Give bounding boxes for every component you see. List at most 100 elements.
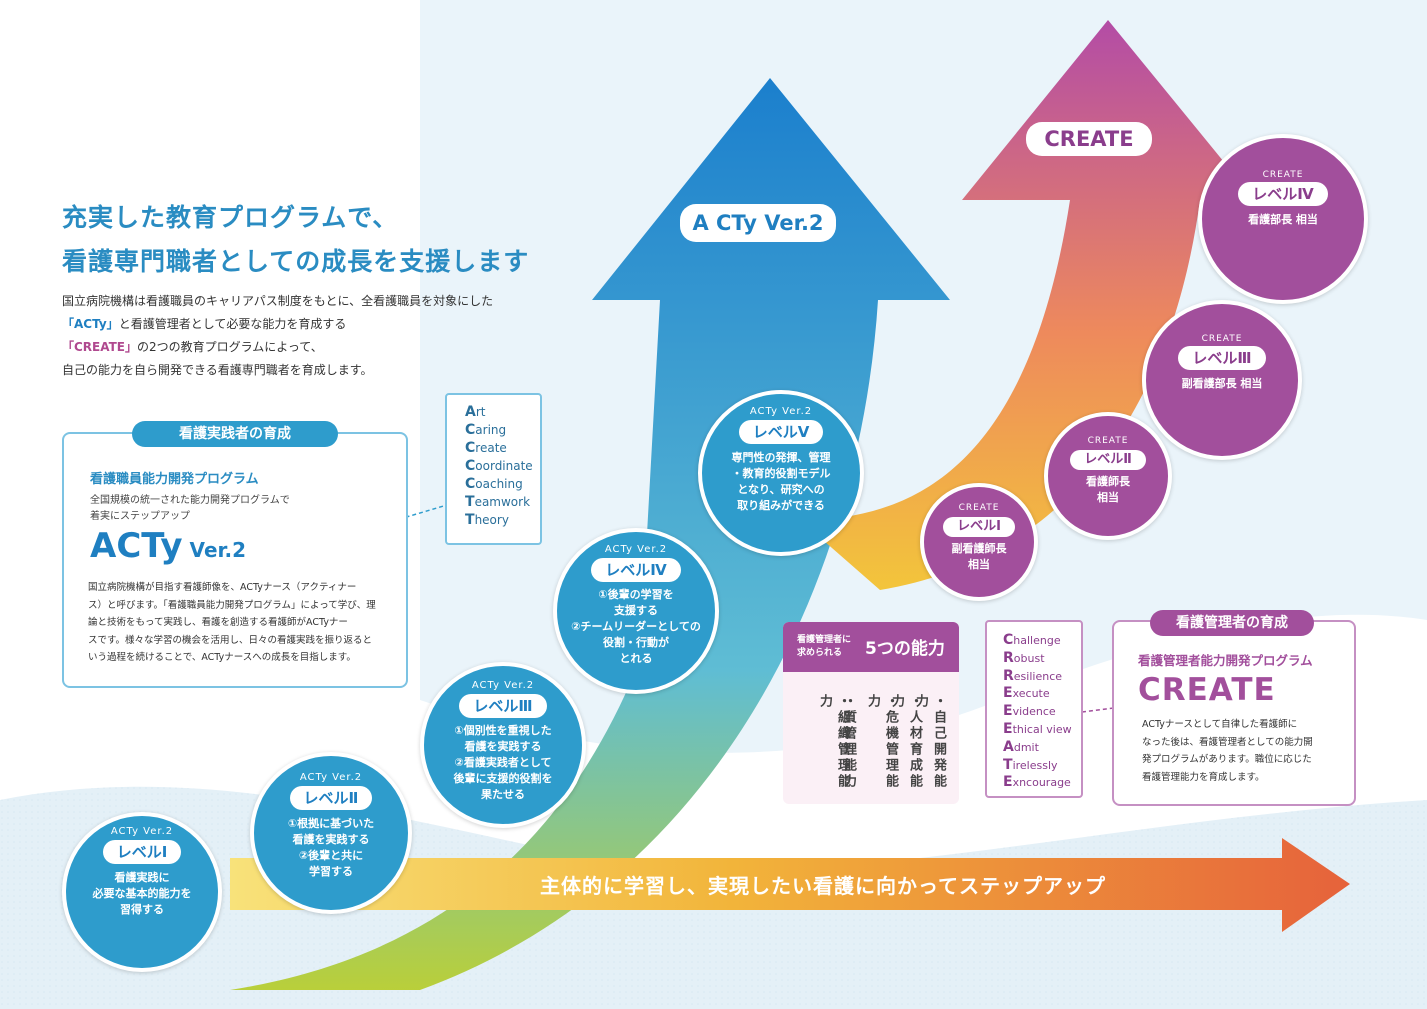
acty-level-pill: レベルⅠ — [102, 840, 182, 864]
acty-level-desc-line: 習得する — [120, 903, 164, 916]
manager-desc-line: 看護管理能力を育成します。 — [1142, 771, 1265, 783]
bottom-arrow-shape — [230, 838, 1350, 932]
acty-arrow-label: A CTy Ver.2 — [680, 204, 836, 242]
create-level-pill-wrap: レベルⅣ — [1202, 182, 1364, 206]
create-level-pill: レベルⅠ — [943, 517, 1015, 537]
acty-level-desc-line: 学習する — [309, 865, 353, 878]
create-level-desc: 看護師長 相当 — [1048, 474, 1168, 506]
acronym-row: Robust — [1003, 650, 1081, 668]
headline-line2: 看護専門職者としての成長を支援します — [62, 247, 530, 276]
acty-level-desc-line: 取り組みができる — [737, 499, 825, 512]
practitioner-sub2: 着実にステップアップ — [90, 511, 190, 522]
acty-level-desc-line: 看護を実践する — [292, 833, 370, 846]
acty-level-tag: ACTy Ver.2 — [604, 544, 668, 555]
acty-logo: ACTy Ver.2 — [90, 526, 246, 566]
acty-level-desc-line: 後輩に支援的役割を — [453, 772, 553, 785]
practitioner-desc-line: ス）と呼びます。「看護職員能力開発プログラム」によって学び、理 — [88, 599, 376, 611]
acty-level-pill: レベルⅢ — [459, 694, 547, 718]
create-level-pill-wrap: レベルⅢ — [1146, 346, 1298, 370]
practitioner-sub1: 全国規模の統一された能力開発プログラムで — [90, 495, 290, 506]
create-level-tag: CREATE — [958, 503, 1000, 513]
create-level-desc-line: 相当 — [968, 558, 990, 571]
acronym-rest: hallenge — [1013, 634, 1061, 647]
manager-box: 看護管理者能力開発プログラム CREATE ACTyナースとして自律した看護師に… — [1112, 620, 1356, 806]
intro-acty-highlight: 「ACTy」 — [62, 317, 119, 331]
acty-level-pill: レベルⅤ — [738, 420, 824, 444]
intro-line3-rest: の2つの教育プログラムによって、 — [136, 340, 323, 354]
acronym-initial: T — [1003, 756, 1013, 773]
acronym-rest: reate — [475, 441, 507, 455]
acronym-row: Teamwork — [465, 493, 540, 511]
practitioner-box: 看護職員能力開発プログラム 全国規模の統一された能力開発プログラムで 着実にステ… — [62, 432, 408, 688]
acty-logo-main: ACTy — [90, 526, 183, 566]
acty-level-desc-line: 果たせる — [481, 788, 525, 801]
acty-level-desc: ①個別性を重視した 看護を実践する ②看護実践者として 後輩に支援的役割を 果た… — [424, 723, 582, 803]
create-level-desc-line: 看護部長 相当 — [1248, 213, 1318, 226]
ability-item: ・質管理能力 — [841, 694, 856, 790]
create-level-pill: レベルⅣ — [1238, 182, 1328, 206]
acty-level-desc-line: 看護実践に — [114, 871, 170, 884]
acty-level-pill: レベルⅡ — [289, 786, 373, 810]
create-level-2-circle: CREATE レベルⅡ 看護師長 相当 — [1044, 412, 1172, 540]
acty-level-desc: 看護実践に 必要な基本的能力を 習得する — [66, 870, 218, 918]
acronym-initial: T — [465, 494, 475, 510]
ability-item: ・人材育成能力 — [889, 694, 922, 790]
acty-level-desc-line: ①後輩の学習を — [598, 588, 674, 601]
intro-line3: 「CREATE」の2つの教育プログラムによって、 — [62, 336, 493, 359]
acronym-rest: irelessly — [1012, 758, 1058, 772]
acronym-rest: xecute — [1012, 687, 1050, 701]
acronym-row: Exncourage — [1003, 774, 1081, 792]
acty-logo-ver: Ver.2 — [182, 538, 247, 562]
acty-level-1-circle: ACTy Ver.2 レベルⅠ 看護実践に 必要な基本的能力を 習得する — [62, 812, 222, 972]
acronym-row: Execute — [1003, 685, 1081, 703]
create-level-pill-wrap: レベルⅡ — [1048, 448, 1168, 470]
acronym-rest: thical view — [1012, 722, 1072, 736]
acronym-row: Caring — [465, 421, 540, 439]
acty-level-desc-line: ・教育的役割モデル — [731, 467, 831, 480]
acronym-initial: E — [1003, 703, 1013, 720]
practitioner-desc-line: いう過程を続けることで、ACTyナースへの成長を目指します。 — [88, 652, 356, 663]
bottom-arrow-text: 主体的に学習し、実現したい看護に向かってステップアップ — [540, 874, 1106, 898]
create-level-desc-line: 相当 — [1097, 491, 1119, 504]
practitioner-tag: 看護実践者の育成 — [132, 421, 338, 447]
acronym-row: Theory — [465, 511, 540, 529]
acronym-initial: T — [465, 512, 475, 528]
intro-line2-rest: と看護管理者として必要な能力を育成する — [118, 317, 347, 331]
create-level-tag: CREATE — [1262, 170, 1304, 180]
acronym-rest: heory — [474, 513, 509, 527]
intro-line2: 「ACTy」と看護管理者として必要な能力を育成する — [62, 313, 493, 336]
acty-level-desc-line: とれる — [619, 652, 653, 665]
acronym-rest: aring — [475, 423, 507, 437]
acronym-initial: C — [465, 458, 476, 474]
acronym-initial: R — [1003, 667, 1014, 684]
intro-paragraph: 国立病院機構は看護職員のキャリアパス制度をもとに、全看護職員を対象にした 「AC… — [62, 290, 493, 382]
acty-level-tag: ACTy Ver.2 — [110, 826, 174, 837]
acty-level-4-circle: ACTy Ver.2 レベルⅣ ①後輩の学習を 支援する ②チームリーダーとして… — [553, 528, 719, 694]
manager-desc: ACTyナースとして自律した看護師に なった後は、看護管理者としての能力開 発プ… — [1142, 716, 1313, 786]
acty-level-3-circle: ACTy Ver.2 レベルⅢ ①個別性を重視した 看護を実践する ②看護実践者… — [420, 662, 586, 828]
acty-level-desc-line: 看護を実践する — [464, 740, 542, 753]
acronym-rest: esilience — [1013, 669, 1063, 683]
acronym-row: Challenge — [1003, 632, 1081, 650]
ability-item: ・危機管理能力 — [865, 694, 898, 790]
acronym-row: Tirelessly — [1003, 757, 1081, 775]
acty-level-tag: ACTy Ver.2 — [749, 406, 813, 417]
manager-desc-line: なった後は、看護管理者としての能力開 — [1142, 736, 1313, 748]
acronym-rest: eamwork — [474, 495, 531, 509]
acronym-initial: A — [465, 404, 476, 420]
practitioner-desc: 国立病院機構が目指す看護師像を、ACTyナース（アクティナー ス）と呼びます。「… — [88, 579, 376, 667]
intro-create-highlight: 「CREATE」 — [62, 340, 137, 354]
acronym-row: Art — [465, 403, 540, 421]
acty-level-desc-line: ①根拠に基づいた — [287, 817, 375, 830]
acronym-initial: C — [465, 440, 476, 456]
acronym-rest: oordinate — [475, 459, 533, 473]
acty-level-tag: ACTy Ver.2 — [471, 680, 535, 691]
five-abilities-small-line: 看護管理者に — [797, 635, 852, 645]
acty-level-pill-wrap: レベルⅡ — [254, 786, 408, 810]
acronym-rest: vidence — [1012, 705, 1056, 719]
five-abilities-title: 5つの能力 — [865, 639, 945, 659]
acty-level-desc: ①後輩の学習を 支援する ②チームリーダーとしての 役割・行動が とれる — [557, 587, 715, 667]
acronym-initial: R — [1003, 649, 1014, 666]
create-arrow-shape — [800, 20, 1255, 590]
create-level-pill-wrap: レベルⅠ — [924, 515, 1034, 537]
